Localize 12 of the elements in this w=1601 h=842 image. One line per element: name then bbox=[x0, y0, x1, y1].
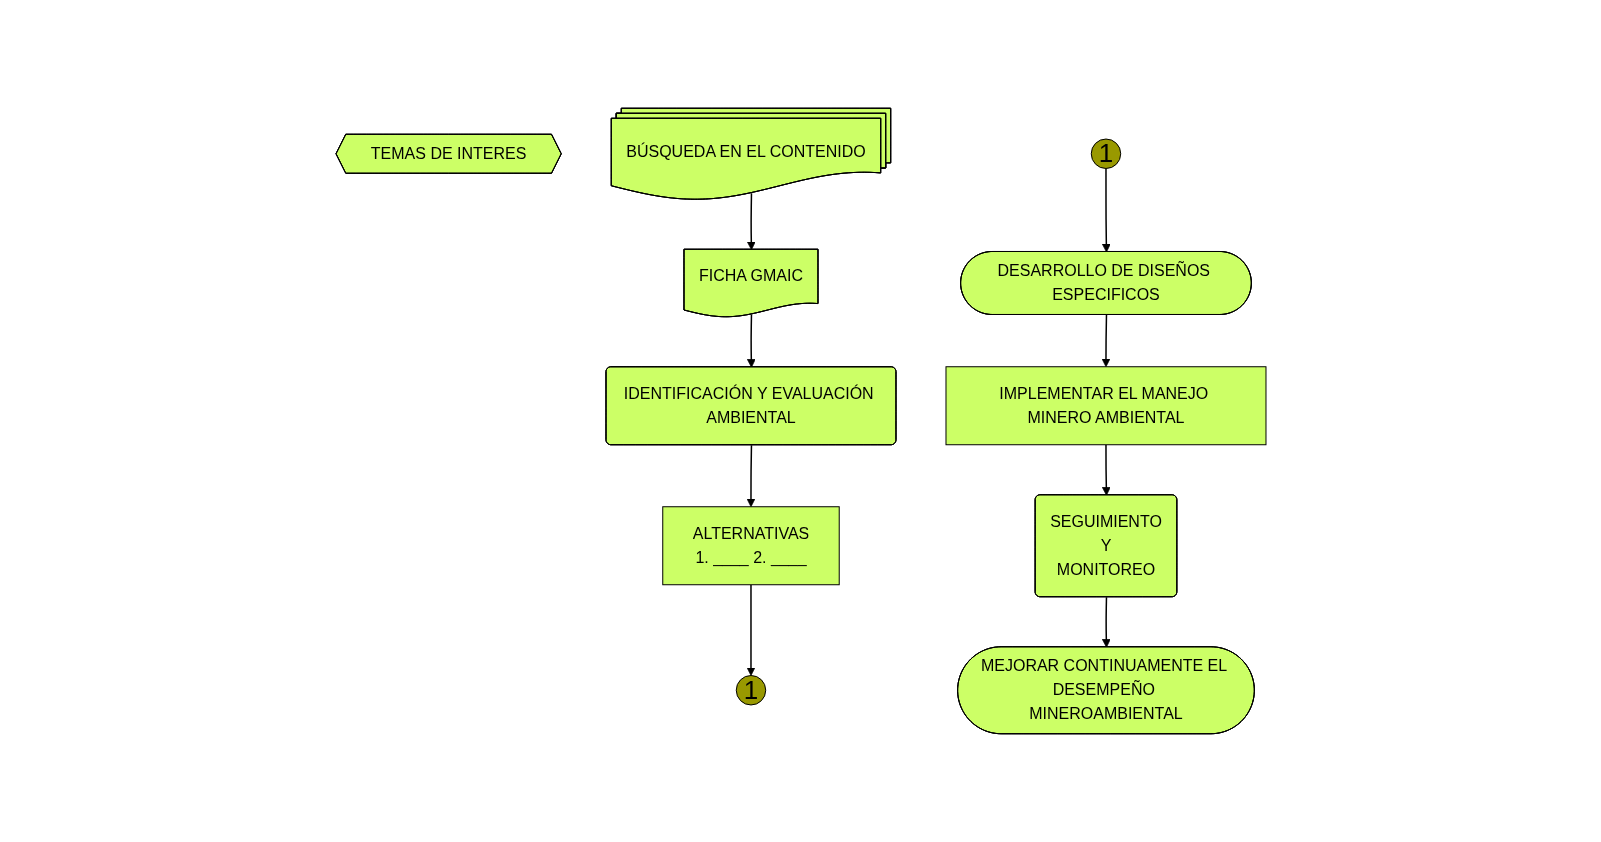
arrow bbox=[746, 584, 755, 676]
node-box: ALTERNATIVAS 1. ____ 2. ____ bbox=[661, 506, 840, 586]
node-circle: 1 bbox=[1090, 138, 1121, 169]
arrow bbox=[1101, 596, 1111, 648]
arrow bbox=[1101, 444, 1111, 496]
node-circle: 1 bbox=[735, 675, 766, 706]
arrow bbox=[746, 444, 755, 508]
arrow bbox=[746, 192, 756, 251]
arrow bbox=[1101, 314, 1110, 368]
arrow bbox=[1101, 167, 1111, 253]
node-box: IMPLEMENTAR EL MANEJO MINERO AMBIENTAL bbox=[945, 366, 1266, 446]
arrow bbox=[746, 313, 756, 368]
